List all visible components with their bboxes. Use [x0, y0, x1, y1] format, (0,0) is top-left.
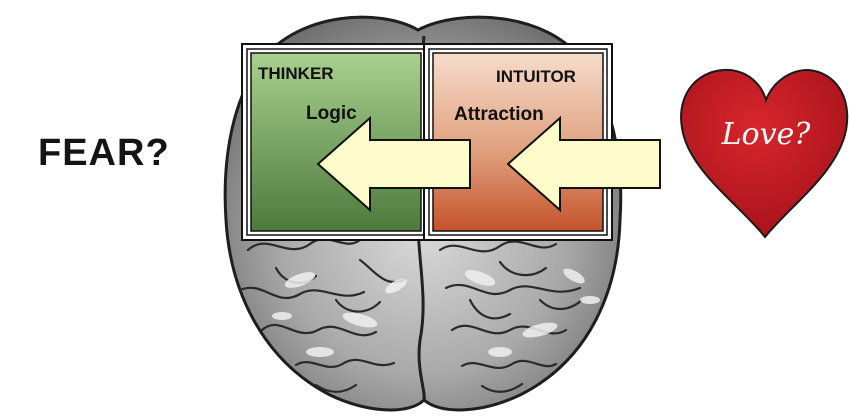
thinker-title: THINKER [258, 64, 334, 84]
intuitor-title: INTUITOR [496, 67, 576, 87]
thinker-subtitle: Logic [306, 103, 357, 125]
heart-shape: Love? [681, 70, 847, 237]
love-label: Love? [721, 117, 812, 152]
intuitor-subtitle: Attraction [454, 104, 544, 126]
